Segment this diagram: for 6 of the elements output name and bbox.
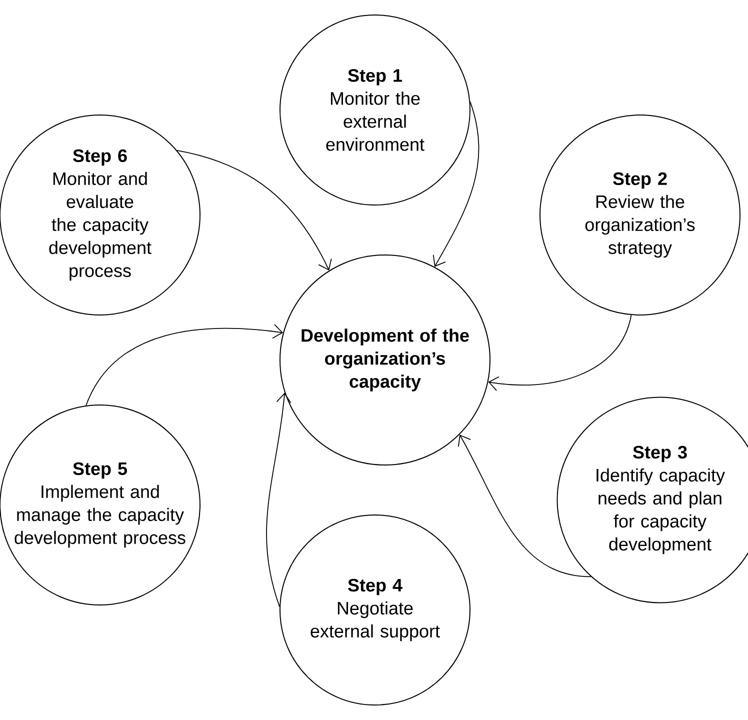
arrow: [266, 392, 292, 608]
arrow: [86, 324, 284, 406]
arrow: [458, 434, 592, 578]
arrow: [176, 150, 332, 271]
arrow: [488, 314, 632, 391]
arrow: [432, 101, 480, 267]
